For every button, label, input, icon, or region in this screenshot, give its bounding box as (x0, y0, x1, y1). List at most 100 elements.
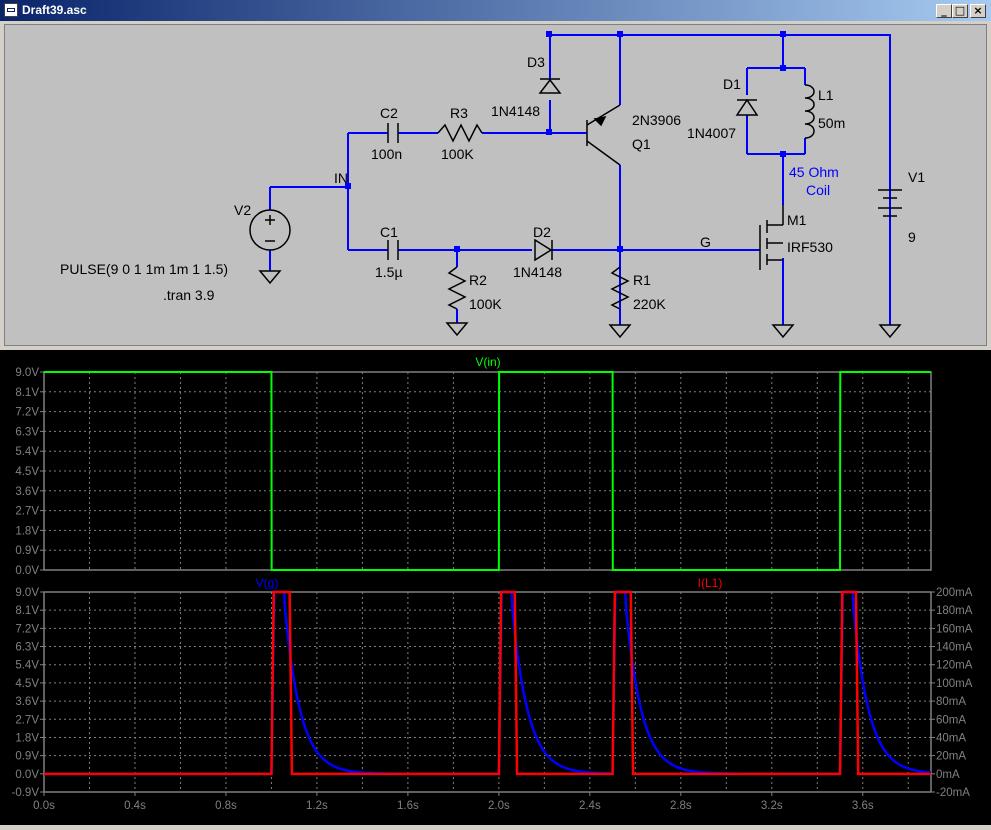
in-netlabel: IN (334, 170, 348, 186)
d3-model: 1N4148 (491, 103, 540, 119)
x-tick-label: 1.2s (306, 800, 328, 812)
y-tick-label: 7.2V (15, 407, 39, 419)
trace-v-in (44, 371, 931, 571)
y-tick-label: 5.4V (15, 446, 39, 458)
trace-label-v-g[interactable]: V(g) (256, 576, 279, 590)
components (249, 78, 902, 339)
g-netlabel: G (700, 234, 711, 250)
c2-ref: C2 (380, 105, 398, 121)
y-tick-label-right: 200mA (936, 587, 973, 599)
y-tick-label-left: 8.1V (15, 605, 39, 617)
coil-note-ohm: 45 Ohm (789, 164, 839, 180)
d1-model: 1N4007 (687, 125, 736, 141)
l1-value: 50m (818, 115, 845, 131)
tran-directive: .tran 3.9 (163, 287, 215, 303)
x-tick-label: 2.4s (579, 800, 601, 812)
waveform-canvas[interactable]: 9.0V 8.1V 7.2V 6.3V 5.4V 4.5V 3.6V 2.7V 1.8V 0.9V… (0, 350, 991, 825)
y-tick-label-left: 3.6V (15, 696, 39, 708)
r3-ref: R3 (450, 105, 468, 121)
y-tick-label: 9.0V (15, 367, 39, 379)
maximize-button[interactable]: □ (952, 4, 968, 18)
trace-i-l1 (44, 590, 931, 776)
minimize-button[interactable]: _ (936, 4, 952, 18)
y-tick-label-right: 80mA (936, 696, 966, 708)
y-tick-label-left: 0.0V (15, 769, 39, 781)
y-tick-label-left: 9.0V (15, 587, 39, 599)
x-tick-label: 0.0s (33, 800, 55, 812)
m1-model: IRF530 (787, 239, 833, 255)
y-tick-label: 0.9V (15, 545, 39, 557)
window-title: Draft39.asc (22, 3, 87, 17)
d3-ref: D3 (527, 54, 545, 70)
x-tick-label: 0.4s (124, 800, 146, 812)
l1-ref: L1 (818, 87, 834, 103)
x-tick-label: 3.2s (761, 800, 783, 812)
c2-value: 100n (371, 146, 402, 162)
y-tick-label-right: 60mA (936, 714, 966, 726)
y-tick-label-right: -20mA (936, 787, 970, 799)
close-button[interactable]: × (970, 4, 986, 18)
x-tick-label: 1.6s (397, 800, 419, 812)
y-tick-label: 3.6V (15, 486, 39, 498)
v1-value: 9 (908, 229, 916, 245)
c1-ref: C1 (380, 224, 398, 240)
y-tick-label-left: 6.3V (15, 642, 39, 654)
y-tick-label-left: 5.4V (15, 660, 39, 672)
x-tick-label: 2.0s (488, 800, 510, 812)
m1-ref: M1 (787, 212, 807, 228)
y-tick-label-right: 0mA (936, 769, 960, 781)
y-tick-label-left: 1.8V (15, 732, 39, 744)
v2-value: PULSE(9 0 1 1m 1m 1 1.5) (60, 261, 228, 277)
y-tick-label: 1.8V (15, 525, 39, 537)
v2-ref: V2 (234, 202, 251, 218)
coil-note-coil: Coil (806, 182, 830, 198)
title-bar[interactable]: Draft39.asc _ □ × (0, 0, 991, 21)
y-tick-label: 0.0V (15, 565, 39, 577)
v1-ref: V1 (908, 169, 925, 185)
c1-value: 1.5µ (375, 264, 403, 280)
y-tick-label-left: 7.2V (15, 623, 39, 635)
y-tick-label: 6.3V (15, 426, 39, 438)
q1-ref: Q1 (632, 136, 651, 152)
axis-ticks: 9.0V 8.1V 7.2V 6.3V 5.4V 4.5V 3.6V 2.7V 1.8V 0.9V… (12, 367, 973, 812)
x-tick-label: 3.6s (852, 800, 874, 812)
y-tick-label-left: 2.7V (15, 714, 39, 726)
y-tick-label-right: 140mA (936, 642, 973, 654)
trace-label-v-in[interactable]: V(in) (475, 355, 500, 369)
y-tick-label-left: -0.9V (12, 787, 40, 799)
wires (269, 34, 891, 325)
y-tick-label-left: 0.9V (15, 751, 39, 763)
r2-ref: R2 (469, 272, 487, 288)
bottom-plot-frame[interactable] (43, 591, 932, 793)
y-tick-label-left: 4.5V (15, 678, 39, 690)
r2-value: 100K (469, 296, 502, 312)
schematic-labels: D3 1N4148 2N3906 Q1 D1 1N4007 L1 50m 45 … (60, 54, 925, 312)
d2-ref: D2 (533, 224, 551, 240)
y-tick-label-right: 180mA (936, 605, 973, 617)
x-tick-label: 2.8s (670, 800, 692, 812)
y-tick-label-right: 40mA (936, 732, 966, 744)
d1-ref: D1 (723, 76, 741, 92)
trace-v-g (44, 590, 932, 776)
r3-value: 100K (441, 146, 474, 162)
schematic-file-icon[interactable] (4, 3, 18, 17)
y-tick-label: 4.5V (15, 466, 39, 478)
y-tick-label-right: 160mA (936, 623, 973, 635)
traces (44, 371, 932, 776)
r1-ref: R1 (633, 272, 651, 288)
r1-value: 220K (633, 296, 666, 312)
d2-model: 1N4148 (513, 264, 562, 280)
y-tick-label-right: 120mA (936, 660, 973, 672)
q1-model: 2N3906 (632, 112, 681, 128)
schematic-editor[interactable]: D3 1N4148 2N3906 Q1 D1 1N4007 L1 50m 45 … (4, 24, 987, 346)
schematic-canvas[interactable]: D3 1N4148 2N3906 Q1 D1 1N4007 L1 50m 45 … (5, 25, 986, 345)
x-tick-label: 0.8s (215, 800, 237, 812)
trace-label-i-l1[interactable]: I(L1) (698, 576, 723, 590)
junction-dots (345, 31, 786, 252)
top-plot-frame[interactable] (43, 371, 932, 571)
y-tick-label: 8.1V (15, 387, 39, 399)
waveform-viewer[interactable]: 9.0V 8.1V 7.2V 6.3V 5.4V 4.5V 3.6V 2.7V 1.8V 0.9V… (0, 350, 991, 825)
y-tick-label: 2.7V (15, 506, 39, 518)
grid-lines (44, 372, 931, 792)
y-tick-label-right: 100mA (936, 678, 973, 690)
